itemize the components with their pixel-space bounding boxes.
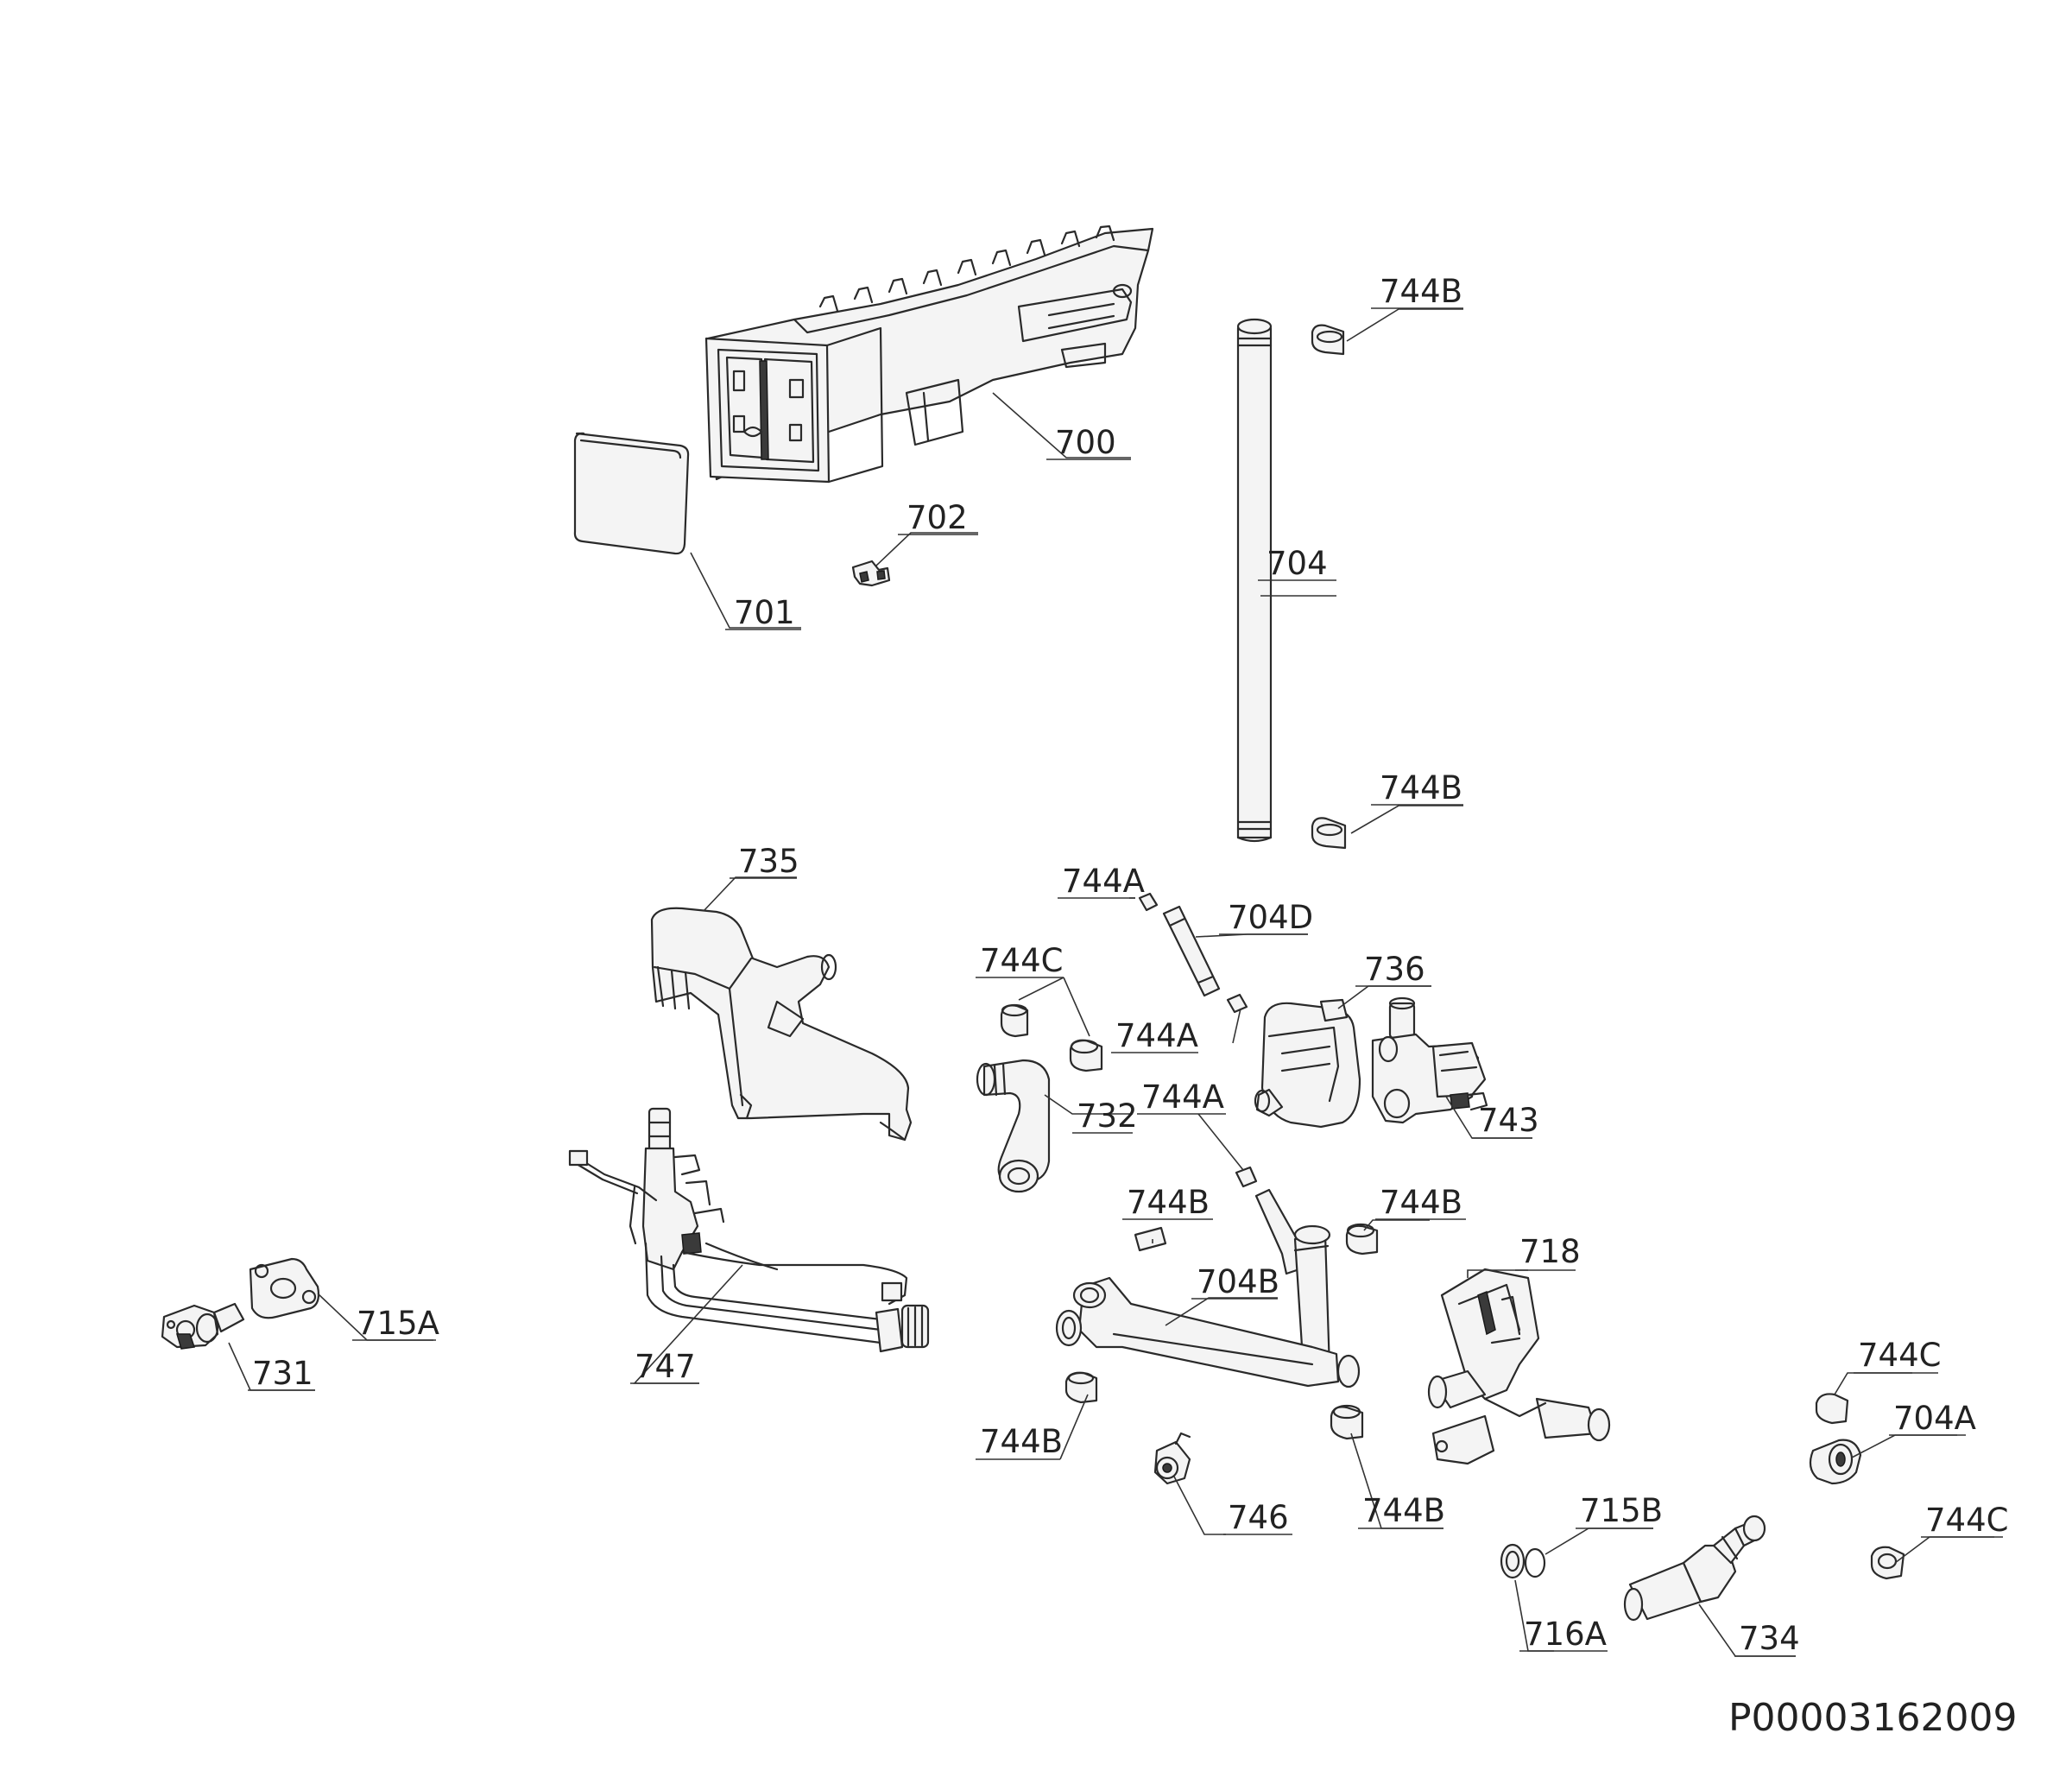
label-744A-3: 744A (1141, 1078, 1224, 1116)
part-747-heater-assembly (568, 1107, 930, 1353)
part-744C-clamp-4 (1815, 1393, 1849, 1425)
label-747: 747 (635, 1348, 696, 1385)
part-744B-clamp-mid (1311, 817, 1347, 850)
label-744B-c: 744B (980, 1423, 1063, 1460)
part-736-pump-housing (1254, 998, 1361, 1129)
part-701-cover-plate (573, 432, 690, 555)
label-744B-d: 744B (1362, 1492, 1445, 1529)
label-701: 701 (734, 594, 795, 631)
label-731: 731 (252, 1355, 313, 1392)
label-704: 704 (1267, 545, 1328, 582)
label-744A-1: 744A (1062, 863, 1145, 900)
part-744A-sleeve-2 (1226, 993, 1248, 1014)
part-732-bent-hose (976, 1059, 1051, 1193)
part-731-fitting (161, 1302, 245, 1350)
part-716A-ring (1500, 1543, 1526, 1579)
label-736: 736 (1364, 951, 1425, 988)
part-718-sensor-unit (1427, 1268, 1611, 1465)
part-744B-clamp-a (1134, 1226, 1167, 1252)
label-732: 732 (1077, 1097, 1138, 1135)
label-734: 734 (1739, 1620, 1800, 1657)
part-744C-clamp-5 (1870, 1546, 1905, 1580)
part-743-valve (1371, 996, 1488, 1124)
part-704A-connector (1809, 1439, 1862, 1485)
label-744A-2: 744A (1115, 1017, 1198, 1054)
label-744B-a: 744B (1127, 1184, 1210, 1221)
part-735-container (650, 907, 913, 1142)
label-715B: 715B (1580, 1492, 1663, 1529)
part-700-dispenser-housing (704, 225, 1154, 484)
part-746-small-valve (1153, 1432, 1191, 1485)
label-744B-mid: 744B (1380, 769, 1462, 806)
part-702-clip (851, 560, 891, 587)
label-716A: 716A (1524, 1616, 1607, 1653)
label-702: 702 (906, 499, 968, 536)
label-704A: 704A (1893, 1400, 1976, 1437)
label-744B-b: 744B (1380, 1184, 1462, 1221)
part-744B-clamp-top (1311, 324, 1345, 356)
part-734-elbow (1623, 1515, 1766, 1622)
label-746: 746 (1228, 1499, 1289, 1536)
part-704-tube (1236, 318, 1273, 843)
label-718: 718 (1519, 1233, 1581, 1270)
part-744C-clamp-2 (1069, 1039, 1103, 1072)
part-labels: 700 701 702 704 744B 744B 735 744A 704D … (252, 273, 2008, 1657)
part-744B-clamp-c (1064, 1371, 1098, 1404)
part-704B-manifold (1055, 1188, 1361, 1388)
label-744C-3: 744C (1925, 1502, 2008, 1539)
part-744A-sleeve-1 (1138, 892, 1159, 912)
part-744B-clamp-d (1330, 1404, 1364, 1440)
document-code: P00003162009 (1728, 1696, 2017, 1740)
label-744B-top: 744B (1380, 273, 1462, 310)
label-743: 743 (1478, 1102, 1539, 1139)
label-704B: 704B (1197, 1263, 1279, 1300)
label-700: 700 (1055, 424, 1116, 461)
part-704D-tube (1162, 905, 1221, 997)
part-744A-sleeve-3 (1235, 1166, 1258, 1188)
leader-lines (228, 308, 1994, 1657)
label-715A: 715A (357, 1305, 439, 1342)
part-744B-clamp-b (1345, 1223, 1379, 1256)
label-704D: 704D (1228, 899, 1313, 936)
label-744C-2: 744C (1858, 1337, 1941, 1374)
part-715B-ring (1524, 1547, 1546, 1578)
part-744C-clamp-1 (1000, 1003, 1029, 1038)
label-underlines (248, 307, 2003, 1657)
part-715A-gasket (249, 1257, 320, 1319)
label-735: 735 (738, 843, 799, 880)
label-744C-1: 744C (980, 942, 1063, 979)
